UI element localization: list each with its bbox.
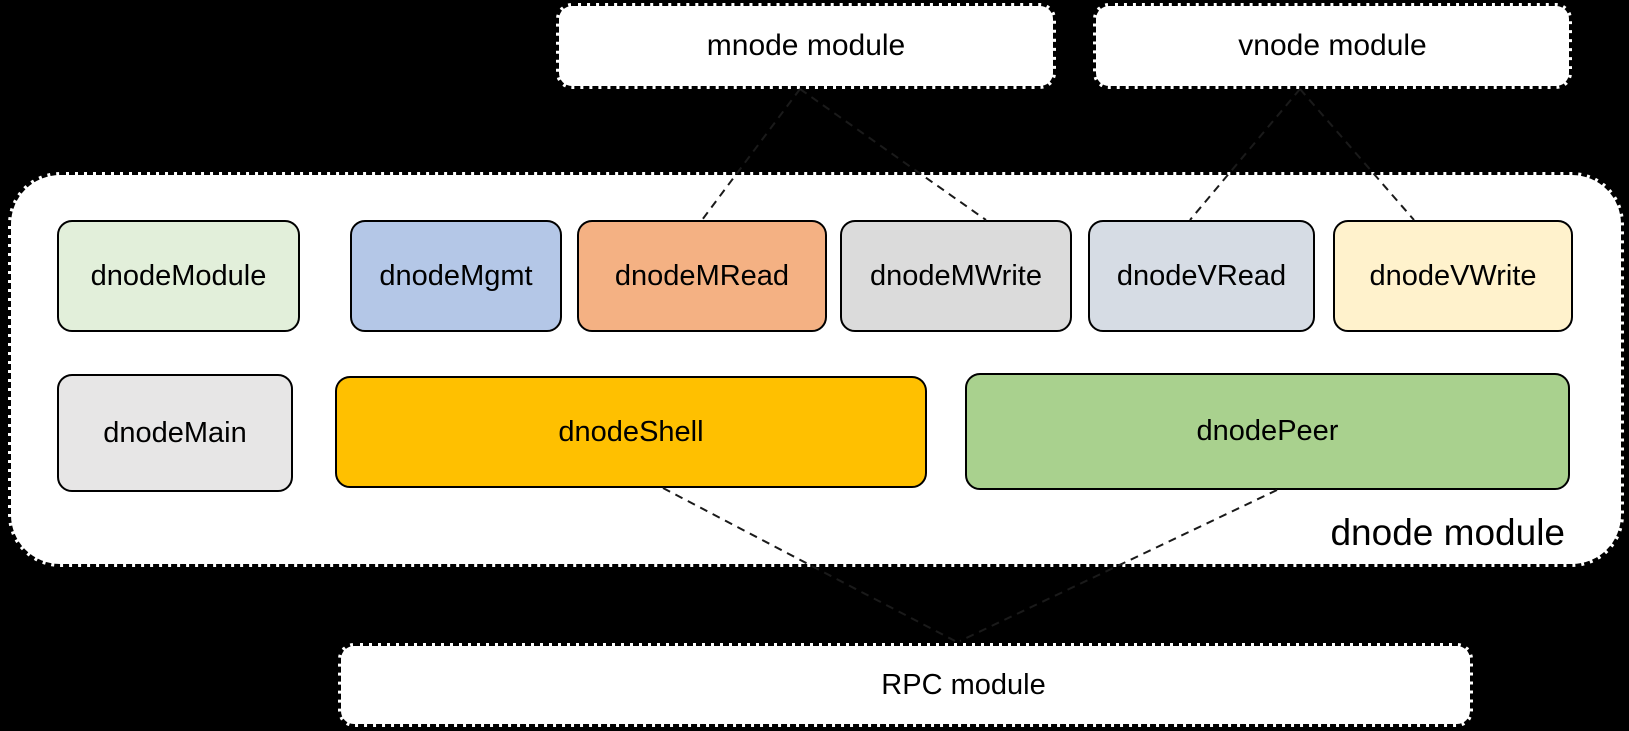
vnode-module-box: vnode module (1093, 3, 1572, 89)
component-label: dnodeMWrite (870, 259, 1042, 292)
mnode-module-label: mnode module (706, 29, 906, 62)
component-dnodeModule: dnodeModule (57, 220, 300, 332)
component-dnodeMain: dnodeMain (57, 374, 293, 492)
component-label: dnodeMRead (614, 259, 790, 292)
vnode-module-label: vnode module (1238, 29, 1427, 62)
component-label: dnodeVWrite (1369, 259, 1537, 292)
component-label: dnodeMgmt (379, 259, 533, 292)
component-dnodeShell: dnodeShell (335, 376, 927, 488)
component-dnodeVWrite: dnodeVWrite (1333, 220, 1573, 332)
component-dnodeVRead: dnodeVRead (1088, 220, 1315, 332)
rpc-module-box: RPC module (338, 643, 1473, 727)
mnode-module-box: mnode module (556, 3, 1056, 89)
component-label: dnodeShell (558, 415, 704, 448)
component-dnodeMgmt: dnodeMgmt (350, 220, 562, 332)
dnode-module-label: dnode module (1330, 512, 1565, 553)
rpc-module-label: RPC module (881, 668, 1046, 701)
component-dnodeMWrite: dnodeMWrite (840, 220, 1072, 332)
component-dnodePeer: dnodePeer (965, 373, 1570, 490)
component-label: dnodeMain (103, 416, 247, 449)
component-label: dnodeModule (90, 259, 267, 292)
component-label: dnodePeer (1196, 415, 1339, 447)
component-label: dnodeVRead (1116, 259, 1287, 292)
component-dnodeMRead: dnodeMRead (577, 220, 827, 332)
